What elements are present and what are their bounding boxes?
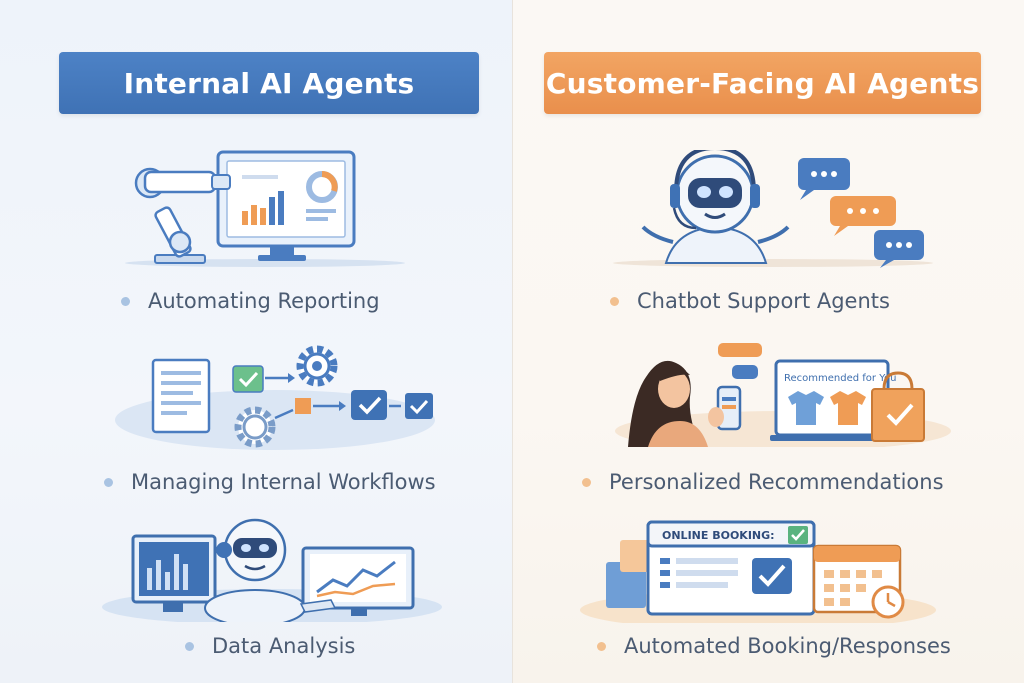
internal-agents-header: Internal AI Agents [59, 52, 479, 114]
customer-agents-title: Customer-Facing AI Agents [545, 66, 980, 100]
robot-arm-monitor-icon [125, 150, 405, 267]
recommended-for-you-text: Recommended for You [784, 373, 896, 384]
bullet-dot [582, 477, 591, 487]
customer-agents-panel: Customer-Facing AI Agents Chatbot Suppor… [512, 0, 1024, 683]
list-item: Personalized Recommendations [582, 470, 944, 494]
list-item: Automating Reporting [121, 289, 380, 313]
item-label-automating-reporting: Automating Reporting [148, 289, 380, 313]
workflow-gears-icon [115, 345, 435, 450]
bullet-dot [185, 641, 194, 651]
online-booking-text: ONLINE BOOKING: [662, 529, 775, 542]
list-item: Managing Internal Workflows [104, 470, 436, 494]
internal-agents-panel: Internal AI Agents Automating Reporting [0, 0, 512, 683]
customer-agents-header: Customer-Facing AI Agents [544, 52, 981, 114]
internal-agents-title: Internal AI Agents [123, 66, 415, 100]
item-label-managing-workflows: Managing Internal Workflows [131, 470, 436, 494]
shopper-recommendations-icon: Recommended for You [615, 343, 951, 447]
item-label-personalized-recommendations: Personalized Recommendations [609, 470, 944, 494]
robot-analyst-monitors-icon [102, 518, 442, 622]
bullet-dot [104, 477, 113, 487]
list-item: Chatbot Support Agents [610, 289, 890, 313]
list-item: Data Analysis [185, 634, 355, 658]
bullet-dot [597, 641, 606, 651]
list-item: Automated Booking/Responses [597, 634, 951, 658]
bullet-dot [121, 296, 130, 306]
chatbot-headset-icon [613, 150, 933, 268]
online-booking-calendar-icon: ONLINE BOOKING: [580, 520, 936, 623]
item-label-data-analysis: Data Analysis [212, 634, 356, 658]
item-label-automated-booking: Automated Booking/Responses [624, 634, 951, 658]
bullet-dot [610, 296, 619, 306]
item-label-chatbot-support: Chatbot Support Agents [637, 289, 890, 313]
